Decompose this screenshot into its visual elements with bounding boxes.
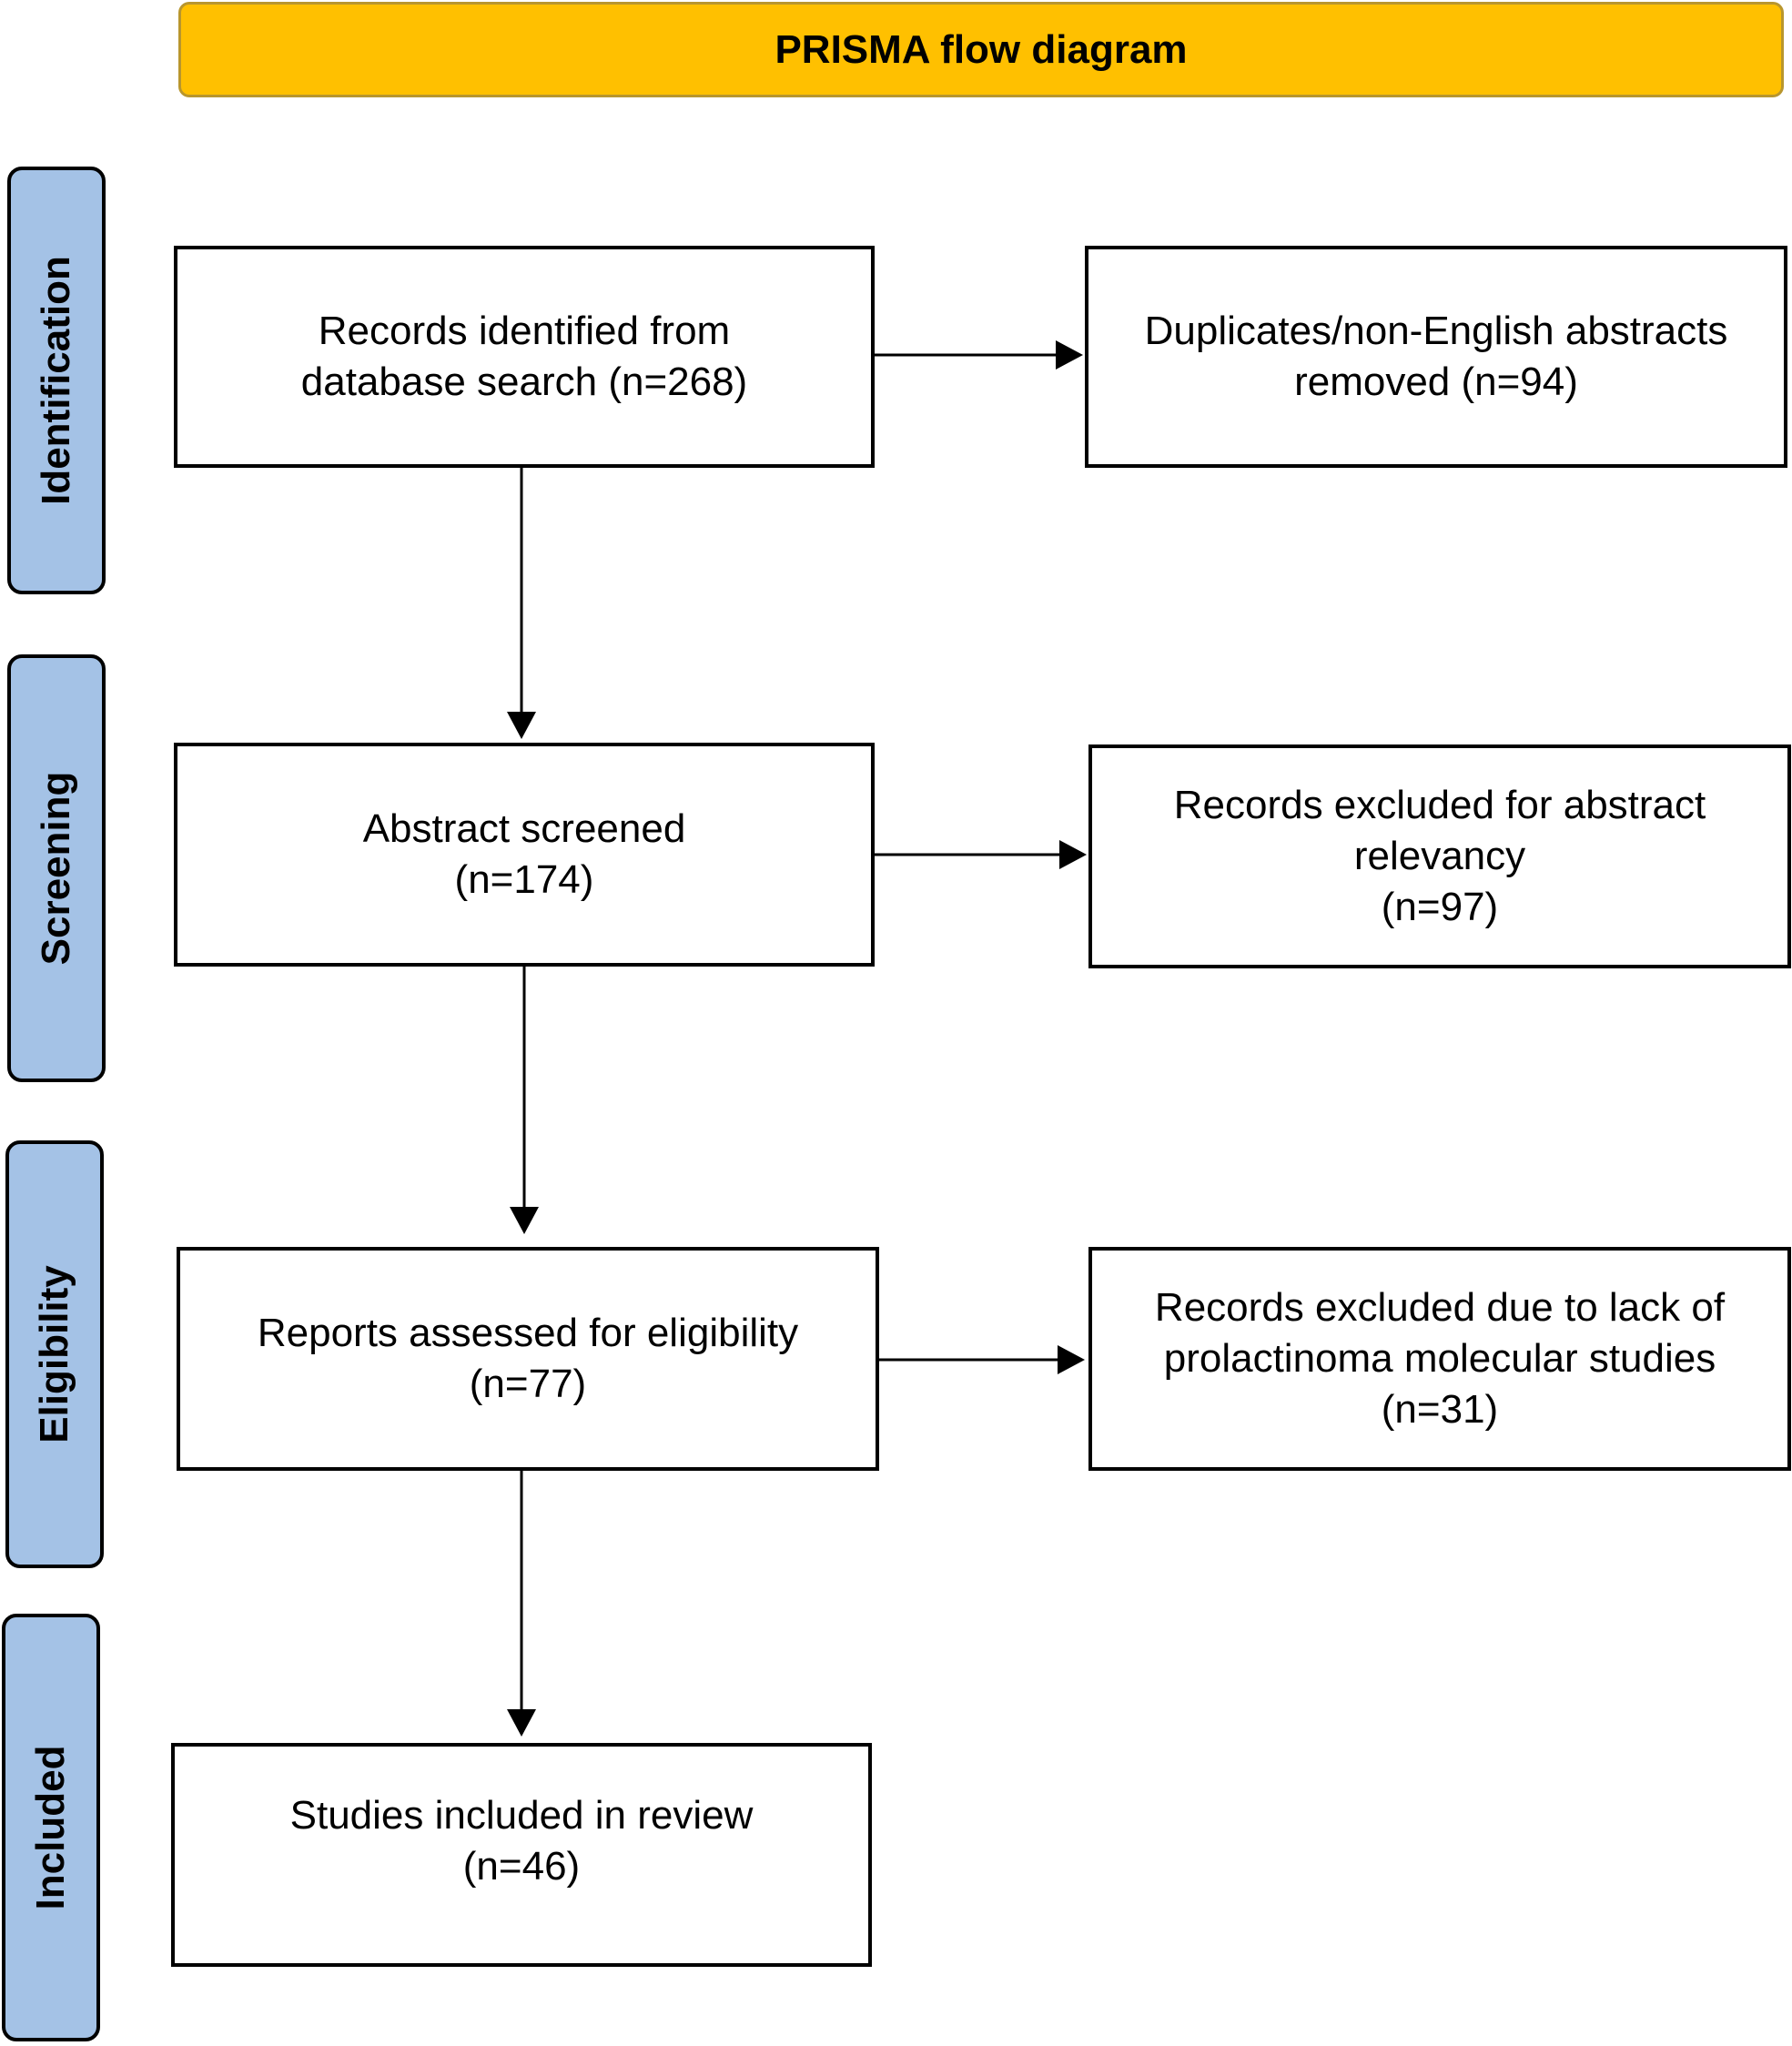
- abstract-screened-line2: (n=174): [454, 857, 594, 902]
- abstract-screened-line1: Abstract screened: [362, 805, 686, 851]
- studies-included-box: Studies included in review (n=46): [171, 1743, 872, 1967]
- abstract-screened-box: Abstract screened (n=174): [174, 743, 875, 967]
- excluded-relevancy-line1: Records excluded for abstract: [1173, 782, 1706, 827]
- arrow-assessed-to-included: [507, 1471, 536, 1737]
- duplicates-removed-box: Duplicates/non-English abstracts removed…: [1085, 246, 1787, 468]
- arrow-identified-to-duplicates: [875, 340, 1083, 370]
- excluded-relevancy-line2: relevancy: [1353, 833, 1526, 878]
- records-identified-line2: database search (n=268): [300, 360, 748, 404]
- reports-assessed-line2: (n=77): [469, 1362, 587, 1406]
- duplicates-removed-line2: removed (n=94): [1294, 360, 1578, 404]
- duplicates-removed-line1: Duplicates/non-English abstracts: [1144, 308, 1728, 353]
- arrow-identified-to-screened: [507, 468, 536, 739]
- arrow-assessed-to-excluded-molecular: [879, 1345, 1085, 1374]
- records-identified-box: Records identified from database search …: [174, 246, 875, 468]
- stage-screening: Screening: [7, 654, 106, 1082]
- reports-assessed-line1: Reports assessed for eligibility: [257, 1310, 799, 1355]
- records-identified-line1: Records identified from: [318, 308, 731, 353]
- reports-assessed-box: Reports assessed for eligibility (n=77): [177, 1247, 879, 1471]
- excluded-molecular-box: Records excluded due to lack of prolacti…: [1088, 1247, 1791, 1471]
- stage-eligibility: Eligibility: [5, 1140, 104, 1568]
- excluded-molecular-line2: prolactinoma molecular studies: [1163, 1335, 1716, 1381]
- arrow-screened-to-excluded-relevancy: [875, 840, 1087, 869]
- studies-included-line2: (n=46): [462, 1844, 581, 1889]
- excluded-relevancy-box: Records excluded for abstract relevancy …: [1088, 744, 1791, 968]
- arrow-screened-to-assessed: [510, 967, 539, 1234]
- excluded-molecular-line1: Records excluded due to lack of: [1154, 1284, 1726, 1330]
- stage-identification: Identification: [7, 167, 106, 594]
- studies-included-line1: Studies included in review: [289, 1793, 754, 1838]
- excluded-molecular-line3: (n=31): [1381, 1387, 1499, 1433]
- excluded-relevancy-line3: (n=97): [1381, 885, 1499, 930]
- diagram-title: PRISMA flow diagram: [178, 2, 1784, 97]
- stage-included: Included: [2, 1614, 100, 2041]
